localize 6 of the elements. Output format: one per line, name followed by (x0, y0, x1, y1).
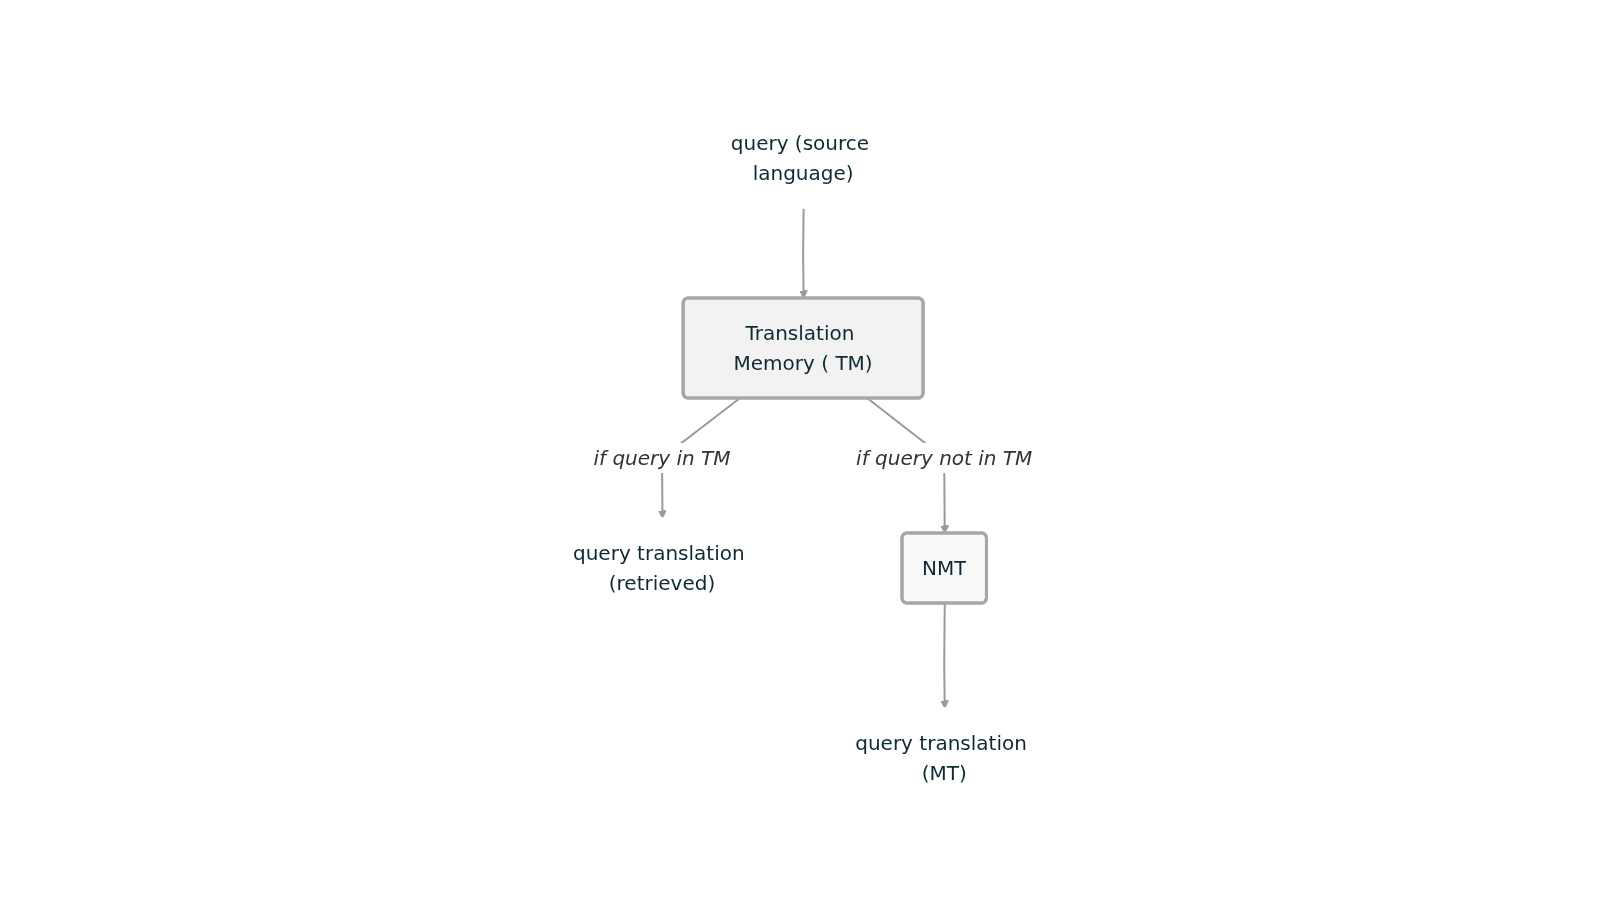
node-text: query translation (MT) (855, 731, 1027, 785)
edge-label: if query in TM (593, 446, 731, 470)
arrow (799, 207, 808, 299)
node-text: query (source language) (730, 131, 869, 185)
edge-label: if query not in TM (855, 446, 1033, 470)
node-text: query translation (retrieved) (572, 541, 745, 595)
